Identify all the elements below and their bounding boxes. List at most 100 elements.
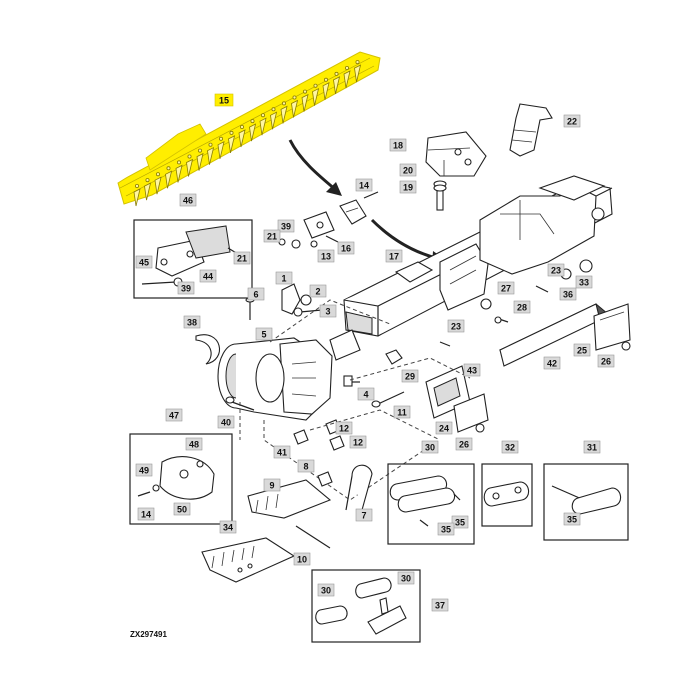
box-31-link xyxy=(543,463,629,541)
sickle-tooth xyxy=(133,188,141,207)
bolt-11 xyxy=(371,391,405,408)
callout-box xyxy=(437,522,455,536)
callout-box xyxy=(219,520,237,534)
callout-number: 24 xyxy=(439,424,449,434)
callout-33: 33 xyxy=(575,275,593,289)
callout-box xyxy=(185,437,203,451)
callout-number: 17 xyxy=(389,252,399,262)
callout-box xyxy=(357,387,375,401)
callout-21: 21 xyxy=(233,251,251,265)
callout-box xyxy=(573,343,591,357)
sickle-tooth xyxy=(291,99,299,118)
callout-9: 9 xyxy=(263,478,281,492)
sickle-rivet xyxy=(334,71,339,76)
callout-number: 35 xyxy=(441,525,451,535)
sickle-rivet xyxy=(313,83,318,88)
callout-box xyxy=(293,552,311,566)
callout-12: 12 xyxy=(335,421,353,435)
callout-number: 29 xyxy=(405,372,415,382)
sickle-rivet xyxy=(281,101,286,106)
callout-box xyxy=(431,598,449,612)
bolt-6 xyxy=(245,297,255,320)
callout-box xyxy=(583,440,601,454)
callout-37: 37 xyxy=(431,598,449,612)
callout-box xyxy=(135,255,153,269)
callout-box xyxy=(297,459,315,473)
callout-number: 11 xyxy=(397,408,407,418)
callout-1: 1 xyxy=(275,271,293,285)
callout-box xyxy=(233,251,251,265)
callout-number: 14 xyxy=(359,181,369,191)
callout-46: 46 xyxy=(179,193,197,207)
callout-39: 39 xyxy=(177,281,195,295)
callout-box xyxy=(597,354,615,368)
callout-box xyxy=(421,440,439,454)
callout-box xyxy=(497,281,515,295)
callout-25: 25 xyxy=(573,343,591,357)
callout-number: 8 xyxy=(303,462,308,472)
callout-number: 20 xyxy=(403,166,413,176)
callout-8: 8 xyxy=(297,459,315,473)
callout-17: 17 xyxy=(385,249,403,263)
callout-41: 41 xyxy=(273,445,291,459)
callout-21: 21 xyxy=(263,229,281,243)
callout-number: 4 xyxy=(363,390,368,400)
callout-box xyxy=(563,512,581,526)
nut-29 xyxy=(385,349,403,365)
sickle-rivet xyxy=(176,160,181,165)
callout-number: 5 xyxy=(261,330,266,340)
callout-32: 32 xyxy=(501,440,519,454)
callout-number: 39 xyxy=(281,222,291,232)
sickle-tooth xyxy=(270,111,278,130)
callout-box xyxy=(337,241,355,255)
callout-18: 18 xyxy=(389,138,407,152)
bracket-22 xyxy=(509,103,553,157)
callout-26: 26 xyxy=(597,354,615,368)
callout-7: 7 xyxy=(355,508,373,522)
callout-box xyxy=(165,408,183,422)
callout-43: 43 xyxy=(463,363,481,377)
callout-3: 3 xyxy=(319,304,337,318)
sickle-rivet xyxy=(166,166,171,171)
seal-38 xyxy=(195,334,221,365)
bolt-19 xyxy=(433,184,447,211)
callout-50: 50 xyxy=(173,502,191,516)
callout-42: 42 xyxy=(543,356,561,370)
callout-number: 45 xyxy=(139,258,149,268)
callout-box xyxy=(389,138,407,152)
sickle-bar-assembly[interactable] xyxy=(117,51,381,207)
callout-29: 29 xyxy=(401,369,419,383)
callout-number: 38 xyxy=(187,318,197,328)
callout-31: 31 xyxy=(583,440,601,454)
callout-number: 26 xyxy=(459,440,469,450)
bolt-40 xyxy=(225,396,255,411)
callout-box xyxy=(393,405,411,419)
callout-number: 47 xyxy=(169,411,179,421)
sickle-rivet xyxy=(187,154,192,159)
callout-2: 2 xyxy=(309,284,327,298)
guard-34 xyxy=(201,537,296,583)
callout-number: 30 xyxy=(321,586,331,596)
sickle-tooth xyxy=(207,146,215,165)
sickle-rivet xyxy=(218,136,223,141)
callout-box xyxy=(355,178,373,192)
sickle-tooth xyxy=(228,135,236,153)
callout-number: 1 xyxy=(281,274,286,284)
callout-6: 6 xyxy=(247,287,265,301)
callout-number: 49 xyxy=(139,466,149,476)
callout-4: 4 xyxy=(357,387,375,401)
callout-box xyxy=(317,583,335,597)
sickle-rivet xyxy=(271,107,276,112)
sickle-tooth xyxy=(280,105,288,124)
sickle-tooth xyxy=(238,129,246,148)
callout-5: 5 xyxy=(255,327,273,341)
nut-8 xyxy=(317,471,333,487)
callout-box xyxy=(385,249,403,263)
callout-box xyxy=(263,229,281,243)
callout-number: 50 xyxy=(177,505,187,515)
callout-box xyxy=(547,263,565,277)
callout-number: 26 xyxy=(601,357,611,367)
callout-box xyxy=(135,463,153,477)
sickle-rivet xyxy=(145,178,150,183)
bracket-43-24 xyxy=(425,365,489,433)
